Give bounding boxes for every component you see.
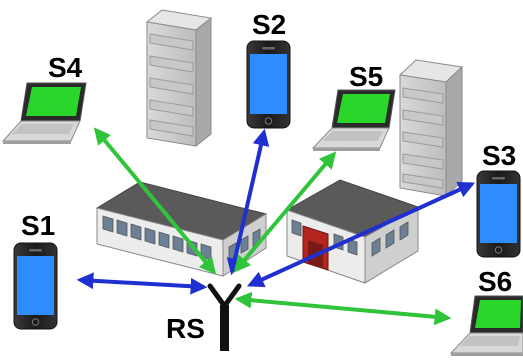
smartphone-s2 bbox=[246, 40, 291, 129]
link-arrow-rs-s4 bbox=[93, 127, 217, 275]
laptop-screen bbox=[475, 300, 521, 328]
link-arrow-rs-s1 bbox=[76, 272, 208, 295]
phone-screen bbox=[480, 184, 517, 243]
link-arrow-rs-s6 bbox=[234, 291, 452, 326]
station-label-s4: S4 bbox=[48, 52, 83, 83]
laptop-screen bbox=[26, 87, 81, 116]
office-tower-left bbox=[145, 9, 213, 148]
red-entrance bbox=[302, 225, 329, 271]
laptop-s5 bbox=[311, 89, 396, 151]
links-layer bbox=[76, 127, 476, 326]
office-tower-right bbox=[398, 59, 464, 198]
station-label-s2: S2 bbox=[252, 9, 287, 40]
station-label-s6: S6 bbox=[478, 266, 513, 297]
relay-antenna bbox=[207, 283, 242, 351]
smartphone-s3 bbox=[476, 170, 521, 258]
station-label-s1: S1 bbox=[21, 210, 56, 241]
station-label-s5: S5 bbox=[349, 61, 384, 92]
laptop-s4 bbox=[1, 82, 87, 144]
relay-station-label: RS bbox=[166, 313, 205, 344]
smartphone-s1 bbox=[13, 242, 58, 330]
phone-screen bbox=[250, 54, 287, 114]
phone-screen bbox=[17, 256, 54, 315]
laptop-s6 bbox=[449, 295, 523, 356]
laptop-screen bbox=[337, 94, 390, 123]
link-arrow-rs-s5 bbox=[233, 151, 337, 273]
low-building-right bbox=[285, 179, 420, 284]
station-label-s3: S3 bbox=[482, 140, 517, 171]
